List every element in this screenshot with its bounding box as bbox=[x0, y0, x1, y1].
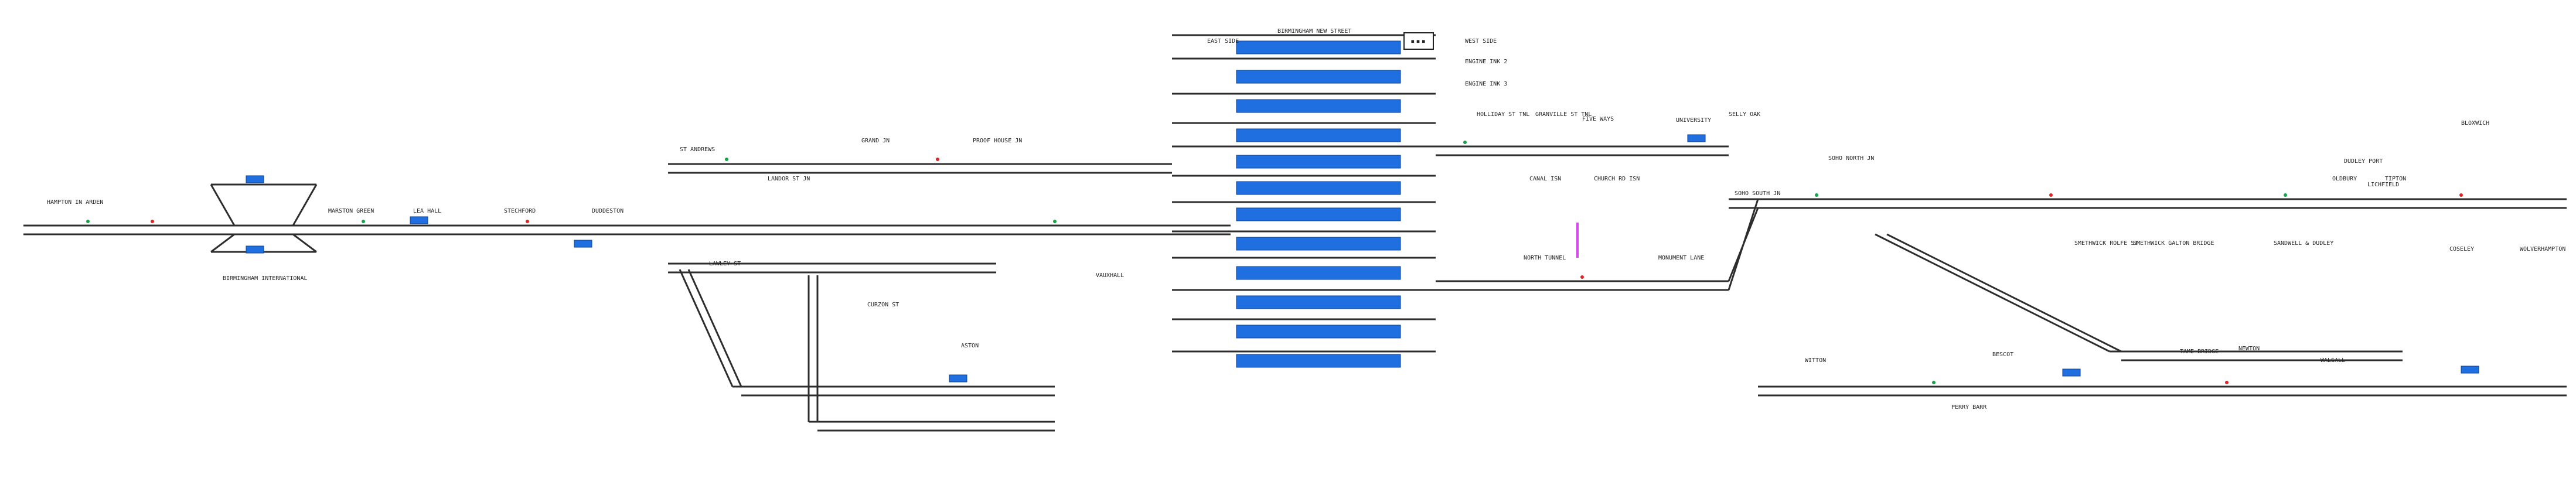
label-oldbury: OLDBURY bbox=[2332, 176, 2357, 182]
label-curzon-st: CURZON ST bbox=[867, 302, 899, 308]
label-five-ways: FIVE WAYS bbox=[1582, 116, 1614, 122]
label-lichfield: LICHFIELD bbox=[2367, 182, 2400, 188]
label-soho-south-jn: SOHO SOUTH JN bbox=[1735, 190, 1781, 197]
label-vauxhall: VAUXHALL bbox=[1096, 272, 1125, 279]
label-grand-jn: GRAND JN bbox=[861, 138, 890, 144]
label-marston-green: MARSTON GREEN bbox=[328, 208, 374, 214]
label-st-andrews: ST ANDREWS bbox=[680, 146, 715, 153]
label-east-side: EAST SIDE bbox=[1207, 38, 1239, 45]
label-perry-barr: PERRY BARR bbox=[1951, 404, 1987, 411]
label-stechford: STECHFORD bbox=[504, 208, 536, 214]
label-engine-ink-2: ENGINE INK 2 bbox=[1465, 59, 1508, 65]
label-birmingham-new-street: BIRMINGHAM NEW STREET bbox=[1277, 28, 1352, 35]
label-west-side: WEST SIDE bbox=[1465, 38, 1497, 45]
control-button[interactable]: ▪▪▪ bbox=[1403, 32, 1434, 50]
label-walsall: WALSALL bbox=[2321, 357, 2346, 364]
label-monument-lane: MONUMENT LANE bbox=[1658, 255, 1705, 261]
label-smethwick-rolfe-st: SMETHWICK ROLFE ST bbox=[2074, 240, 2138, 247]
label-dudley-port: DUDLEY PORT bbox=[2344, 158, 2383, 165]
label-lawley-st: LAWLEY ST bbox=[709, 261, 741, 267]
label-soho-north-jn: SOHO NORTH JN bbox=[1828, 155, 1875, 162]
label-newton: NEWTON bbox=[2238, 346, 2260, 352]
label-landor-st-jn: LANDOR ST JN bbox=[768, 176, 810, 182]
label-hampton-in-arden: HAMPTON IN ARDEN bbox=[47, 199, 104, 206]
label-canal-isn: CANAL ISN bbox=[1529, 176, 1562, 182]
label-witton: WITTON bbox=[1805, 357, 1827, 364]
label-holliday-st-tnl: HOLLIDAY ST TNL bbox=[1477, 111, 1530, 118]
label-church-rd-isn: CHURCH RD ISN bbox=[1594, 176, 1640, 182]
label-aston: ASTON bbox=[961, 343, 979, 349]
label-tipton: TIPTON bbox=[2385, 176, 2407, 182]
label-smethwick-galton-bridge: SMETHWICK GALTON BRIDGE bbox=[2133, 240, 2214, 247]
control-button-label: ▪▪▪ bbox=[1410, 37, 1427, 45]
label-university: UNIVERSITY bbox=[1676, 117, 1712, 124]
label-north-tunnel: NORTH TUNNEL bbox=[1524, 255, 1566, 261]
label-lea-hall: LEA HALL bbox=[413, 208, 442, 214]
label-selly-oak: SELLY OAK bbox=[1729, 111, 1761, 118]
label-engine-ink-3: ENGINE INK 3 bbox=[1465, 81, 1508, 87]
label-bloxwich: BLOXWICH bbox=[2461, 120, 2490, 127]
label-coseley: COSELEY bbox=[2449, 246, 2475, 252]
label-duddeston: DUDDESTON bbox=[592, 208, 624, 214]
label-sandwell-dudley: SANDWELL & DUDLEY bbox=[2274, 240, 2334, 247]
label-granville-st-tnl: GRANVILLE ST TNL bbox=[1535, 111, 1592, 118]
label-birmingham-international: BIRMINGHAM INTERNATIONAL bbox=[223, 275, 308, 282]
label-wolverhampton: WOLVERHAMPTON bbox=[2520, 246, 2566, 252]
label-bescot: BESCOT bbox=[1992, 351, 2014, 358]
label-proof-house-jn: PROOF HOUSE JN bbox=[973, 138, 1023, 144]
label-tame-bridge: TAME BRIDGE bbox=[2180, 349, 2219, 355]
